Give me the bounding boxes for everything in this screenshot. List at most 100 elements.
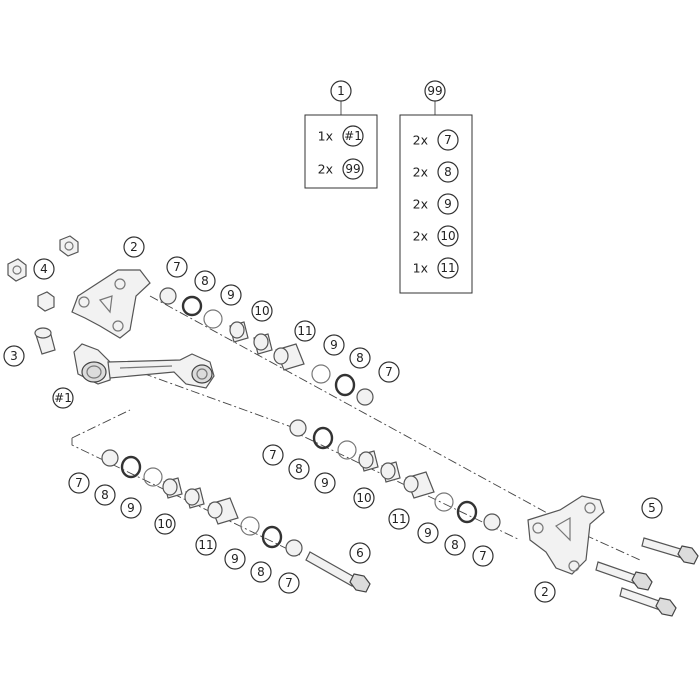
kit_99-qty: 1x [413, 261, 428, 276]
nut-top [59, 235, 79, 257]
callout-circle [378, 361, 400, 383]
callout-c9d: 9 [417, 522, 439, 544]
callout-circle [166, 256, 188, 278]
callout-circle [154, 513, 176, 535]
callout-label: 7 [173, 260, 181, 274]
callout-circle [220, 284, 242, 306]
nut-left [7, 258, 27, 282]
upper-axis-line [149, 295, 561, 521]
callout-label: 7 [479, 549, 487, 563]
callout-c7b: 7 [378, 361, 400, 383]
kit_1-qty: 1x [318, 129, 333, 144]
callout-c9a: 9 [220, 284, 242, 306]
callout-c10c: 10 [353, 487, 375, 509]
callout-label: 5 [648, 501, 656, 515]
link-to-lower-axis [71, 409, 131, 439]
kit_99-ref-circle [437, 225, 459, 247]
callout-c3: 3 [3, 345, 25, 367]
callout-c7f: 7 [278, 572, 300, 594]
callout-label: 11 [297, 324, 312, 338]
callout-c10e: 10 [154, 513, 176, 535]
callout-c8a: 8 [194, 270, 216, 292]
callout-c9c: 9 [314, 472, 336, 494]
bolt-group-5 [595, 537, 699, 617]
callout-label: #1 [54, 391, 72, 405]
kit_99-ref: 7 [444, 133, 452, 147]
callout-label: 8 [295, 462, 303, 476]
callout-circle [534, 581, 556, 603]
kit_1-ref-circle [342, 158, 364, 180]
callout-circle [123, 236, 145, 258]
callout-circle [94, 484, 116, 506]
callout-circle [294, 320, 316, 342]
kit_99-ref-circle [437, 193, 459, 215]
kit_99-ref: 9 [444, 197, 452, 211]
bolt-6 [305, 551, 371, 593]
callout-label: 10 [356, 491, 371, 505]
callout-label: 99 [427, 84, 442, 98]
kit_1-ref: 99 [345, 162, 360, 176]
bracket-upper-left [71, 269, 151, 339]
callout-c11c: 11 [388, 508, 410, 530]
callout-circle [262, 444, 284, 466]
kit_99-qty: 2x [413, 229, 428, 244]
callout-c8f: 8 [250, 561, 272, 583]
nut-group-4 [7, 235, 79, 312]
kit_1-ref-circle [342, 125, 364, 147]
upper-row-parts [159, 287, 374, 406]
callout-label: 8 [451, 538, 459, 552]
callout-c99: 99 [424, 80, 446, 102]
kit_99-qty: 2x [413, 197, 428, 212]
bolt-axis-line [584, 534, 641, 561]
middle-row-parts [289, 419, 501, 531]
callout-c8e: 8 [94, 484, 116, 506]
callout-circle [353, 487, 375, 509]
kit_99-qty: 2x [413, 165, 428, 180]
callout-circle [472, 545, 494, 567]
kit_99-ref: 11 [440, 261, 455, 275]
callout-circle [323, 334, 345, 356]
callout-circle [330, 80, 352, 102]
kit_99-ref-circle [437, 161, 459, 183]
callout-circle [288, 458, 310, 480]
callout-c4: 4 [33, 258, 55, 280]
callout-c10a: 10 [251, 300, 273, 322]
callout-c8b: 8 [349, 347, 371, 369]
callout-circle [314, 472, 336, 494]
kit-99-frame [399, 114, 473, 294]
callout-c7e: 7 [68, 472, 90, 494]
callout-c11a: 11 [294, 320, 316, 342]
callout-c2a: 2 [123, 236, 145, 258]
kit_99-ref-circle [437, 129, 459, 151]
callout-circle [349, 542, 371, 564]
callout-circle [388, 508, 410, 530]
callout-circle [349, 347, 371, 369]
callout-circle [224, 548, 246, 570]
callout-circle [251, 300, 273, 322]
callout-c7a: 7 [166, 256, 188, 278]
callout-circle [424, 80, 446, 102]
callout-label: 9 [330, 338, 338, 352]
callout-label: 10 [157, 517, 172, 531]
callout-label: 9 [227, 288, 235, 302]
callout-c9f: 9 [224, 548, 246, 570]
callout-circle [52, 387, 74, 409]
callout-label: 9 [424, 526, 432, 540]
callout-label: 9 [231, 552, 239, 566]
callout-label: 4 [40, 262, 48, 276]
callout-label: 7 [385, 365, 393, 379]
callout-circle [120, 497, 142, 519]
kit-1-frame [304, 114, 378, 189]
kit_99-ref: 10 [440, 229, 455, 243]
callout-circle [3, 345, 25, 367]
callout-label: 8 [101, 488, 109, 502]
callout-c5: 5 [641, 497, 663, 519]
callout-label: 8 [201, 274, 209, 288]
callout-circle [444, 534, 466, 556]
callout-label: 6 [356, 546, 364, 560]
nut-middle [37, 291, 55, 312]
kit_99-ref: 8 [444, 165, 452, 179]
callout-c9e: 9 [120, 497, 142, 519]
